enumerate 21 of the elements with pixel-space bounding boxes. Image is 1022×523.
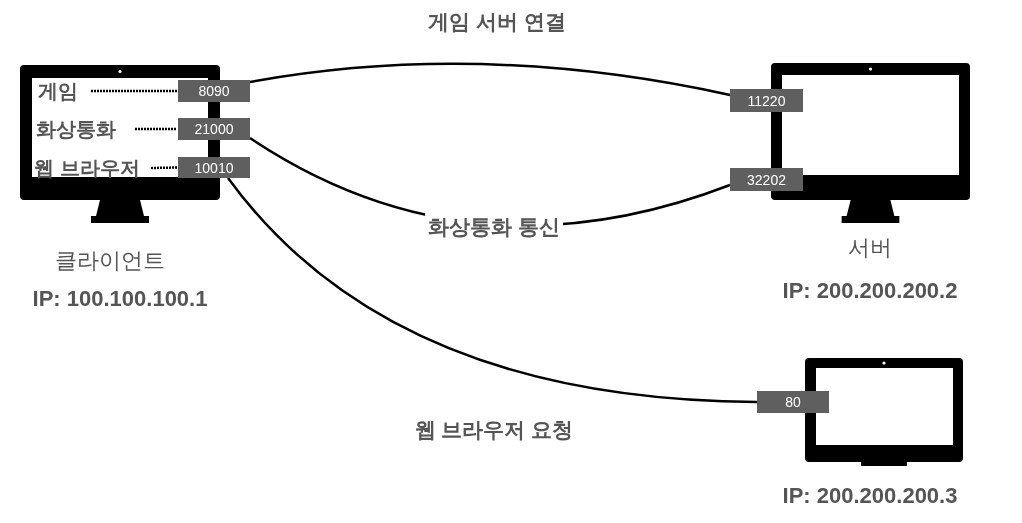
ip-address-text: IP: 100.100.100.1 <box>32 286 208 312</box>
device-caption: 클라이언트 <box>55 247 165 275</box>
ip-address-text: IP: 200.200.200.2 <box>782 278 958 304</box>
connector-line <box>249 136 731 227</box>
port-label: 8090 <box>178 80 250 102</box>
leader-line <box>150 166 178 170</box>
app-label: 게임 <box>38 79 88 103</box>
port-label: 80 <box>757 391 829 413</box>
port-label: 11220 <box>730 89 803 112</box>
device-caption: 서버 <box>848 234 892 262</box>
edge-label: 화상통화 통신 <box>425 213 563 241</box>
port-label: 10010 <box>178 157 250 178</box>
port-label: 21000 <box>178 118 250 140</box>
connector-line <box>227 177 758 404</box>
port-label: 32202 <box>730 168 803 191</box>
leader-line <box>135 127 177 131</box>
ip-address-text: IP: 200.200.200.3 <box>782 483 958 509</box>
app-label: 화상통화 <box>36 117 132 141</box>
leader-line <box>91 89 177 93</box>
app-label: 웹 브라우저 <box>34 156 148 180</box>
connector-line <box>249 62 731 97</box>
